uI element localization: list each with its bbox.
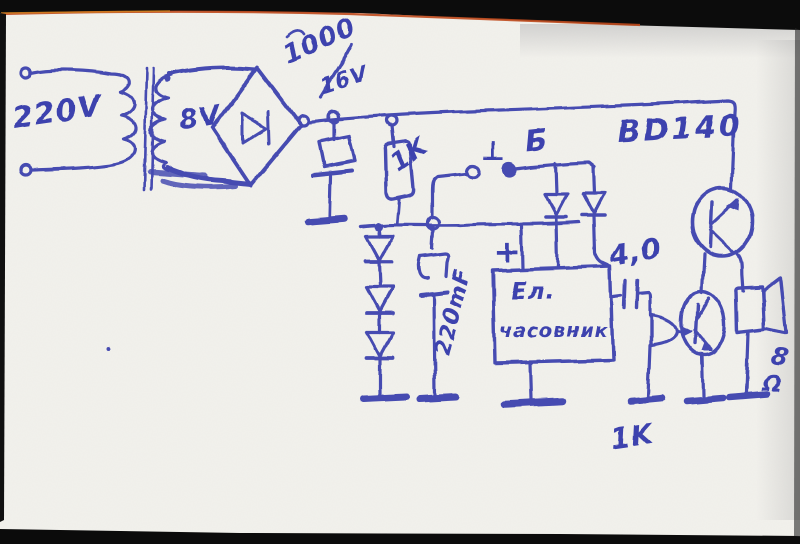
rescap-stem-top (430, 228, 435, 250)
clock-box (491, 264, 615, 365)
diode-right-stem-top (591, 165, 596, 194)
power-transistor (690, 186, 754, 293)
chain-ground-bar (359, 393, 410, 403)
ink-speck (106, 346, 110, 350)
base-resistor-label: 1K (608, 417, 657, 456)
rescap-plate-bar (419, 290, 450, 297)
clock-module (491, 224, 623, 408)
cap-plate-box (317, 134, 357, 169)
secondary-top-wire (168, 65, 258, 76)
ccap-plate-left (622, 278, 627, 309)
secondary-winding (149, 73, 174, 172)
primary-winding (29, 68, 139, 172)
clock-polarity-label: + (494, 233, 522, 271)
t2-collector-lead (700, 252, 706, 294)
core-line-left (142, 66, 149, 192)
rail-drop-to-transistor (724, 98, 737, 191)
resistor-body (383, 139, 416, 201)
value-slash (318, 42, 354, 100)
secondary-voltage-label: 8V (177, 99, 225, 137)
clock-ground-stem (529, 361, 534, 401)
t2-ground-bar (683, 394, 727, 405)
t2-emitter-lead (700, 352, 705, 398)
switch-terminal-label: Б (523, 123, 550, 160)
scan-border-left (0, 13, 6, 522)
t2-emitter-arrowhead (702, 343, 713, 351)
bd140-circle (690, 186, 754, 258)
switch-contact-open (465, 164, 481, 180)
clock-supply-stem (519, 224, 524, 270)
t2-collector-diag (694, 296, 711, 322)
rescap-ground-bar (416, 393, 460, 403)
rail-wire (306, 98, 730, 124)
alarm-switch (430, 161, 596, 219)
rescap-stem-bottom (432, 294, 437, 398)
bd140-right-lead (734, 250, 745, 293)
scan-border-bottom (0, 529, 800, 544)
diode-left-triangle (543, 192, 569, 217)
speaker-cone-double-stroke (779, 279, 788, 333)
bridge-output-terminal (296, 113, 310, 127)
transformer (19, 65, 258, 192)
rescap-plate-top (416, 251, 450, 280)
diode-left-stem-top (553, 162, 558, 196)
speaker-unit-label: Ω (762, 373, 783, 398)
scan-edge-orange-line (0, 10, 171, 14)
speaker-cone (761, 276, 788, 335)
speaker-ground-bar (725, 390, 771, 401)
stray-flourish (284, 29, 306, 40)
bridge-diamond (211, 65, 303, 187)
diode-pair (543, 162, 612, 268)
clock-ground-bar (501, 397, 566, 408)
chain-stem-1 (377, 260, 382, 289)
cap-stem-bottom (328, 174, 333, 220)
base-network (627, 313, 693, 405)
speaker-impedance-label: 8 (769, 341, 791, 372)
bd140-lower-diag (708, 228, 736, 255)
ccap-out-wire (635, 291, 652, 318)
clock-output-link (611, 293, 623, 298)
base-ground-stem (646, 343, 652, 398)
switch-ground-label: ⊥ (481, 137, 506, 167)
secondary-bottom-scribble2 (159, 178, 239, 190)
diode-chain (359, 225, 410, 403)
series-resistor (383, 123, 416, 226)
diode-left-stem-bottom (554, 216, 559, 268)
diode-right-triangle (581, 190, 607, 215)
ink-drawing (19, 29, 788, 408)
secondary-bottom-scribble1 (147, 169, 208, 179)
reservoir-capacitor (416, 228, 460, 403)
mid-wire (359, 220, 581, 229)
t2-base-bar (693, 303, 699, 345)
top-right-scan-shadow (520, 24, 800, 58)
ink-blob (165, 76, 171, 82)
clock-name-line1: Ел. (511, 279, 555, 305)
base-arrowhead (683, 326, 693, 336)
switch-left-wire (430, 172, 468, 219)
cap-ground-bar (303, 215, 349, 226)
t2-emitter-diag (693, 328, 713, 351)
driver-transistor (679, 252, 727, 405)
filter-capacitor (284, 29, 357, 226)
clock-name-line2: часовник (499, 320, 609, 342)
bd140-arrowhead (727, 198, 739, 211)
cap-plate-bar (311, 169, 354, 177)
chain-diode-1 (364, 234, 394, 262)
resistor-stem-bottom (395, 197, 401, 226)
coupling-capacitor (622, 278, 652, 318)
switch-right-wire (513, 161, 596, 171)
chain-diode-3 (365, 330, 395, 358)
transistor-part-label: BD140 (617, 108, 744, 150)
base-ground-bar (627, 394, 667, 405)
scan-border-right (794, 28, 800, 537)
speaker-lead (744, 331, 750, 394)
bridge-diode-bar (266, 109, 271, 146)
chain-diode-2 (365, 285, 395, 313)
bridge-diode-triangle (240, 111, 268, 145)
speaker (725, 276, 788, 401)
bridge-rectifier (211, 65, 310, 187)
